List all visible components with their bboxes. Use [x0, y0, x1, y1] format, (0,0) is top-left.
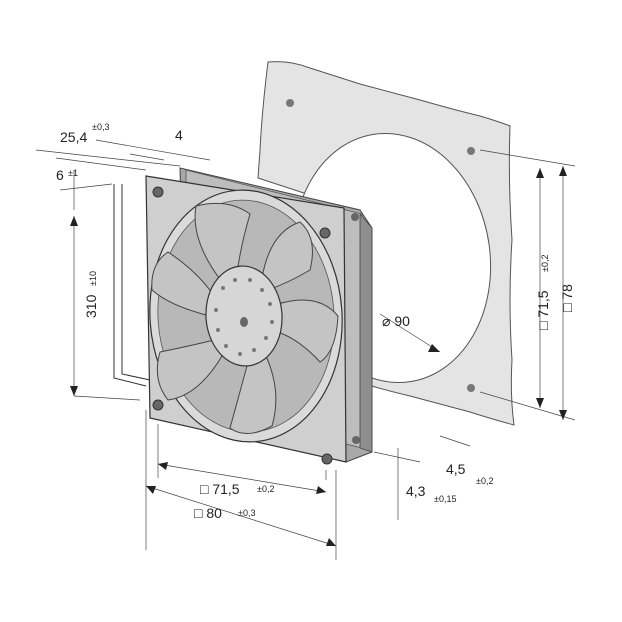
fan-hole: [319, 227, 331, 239]
panel-hole: [467, 147, 475, 155]
hole-diameter-panel-value: 4,5: [446, 461, 466, 477]
fan-blades: [151, 202, 339, 434]
lead-offset-value: 6: [56, 167, 64, 183]
lead-length-tolerance: ±10: [88, 271, 98, 286]
cutout-diameter-value: ⌀ 90: [382, 313, 410, 329]
depth-tolerance: ±0,3: [92, 122, 109, 132]
fan-hole: [321, 453, 333, 465]
hole-spacing-front-tolerance: ±0,2: [257, 484, 274, 494]
panel-hole: [286, 99, 294, 107]
fan-hub: [205, 265, 283, 367]
frame-size-value: □ 80: [194, 505, 222, 521]
hole-diameter-panel-tolerance: ±0,2: [476, 476, 493, 486]
fan-hole: [152, 399, 164, 411]
lead-offset-tolerance: ±1: [68, 168, 78, 178]
lead-length-value: 310: [83, 294, 99, 318]
hole-diameter-fan-value: 4,3: [406, 483, 426, 499]
dimension-lines: [35, 139, 576, 560]
hole-spacing-side-value: □ 71,5: [535, 290, 551, 330]
fan-hole: [152, 186, 164, 198]
panel-hole: [467, 384, 475, 392]
hole-spacing-front-value: □ 71,5: [200, 481, 240, 497]
hole-spacing-side-tolerance: ±0,2: [540, 255, 550, 272]
lead-wires: [113, 184, 151, 387]
frame-size-tolerance: ±0,3: [238, 508, 255, 518]
size-side-value: □ 78: [559, 284, 575, 312]
dimension-labels: 25,4 ±0,3 4 6 ±1 310 ±10 □ 71,5 ±0,2 □ 7…: [56, 122, 575, 521]
frame-offset-value: 4: [175, 127, 183, 143]
hole-diameter-fan-tolerance: ±0,15: [434, 494, 456, 504]
depth-value: 25,4: [60, 129, 87, 145]
